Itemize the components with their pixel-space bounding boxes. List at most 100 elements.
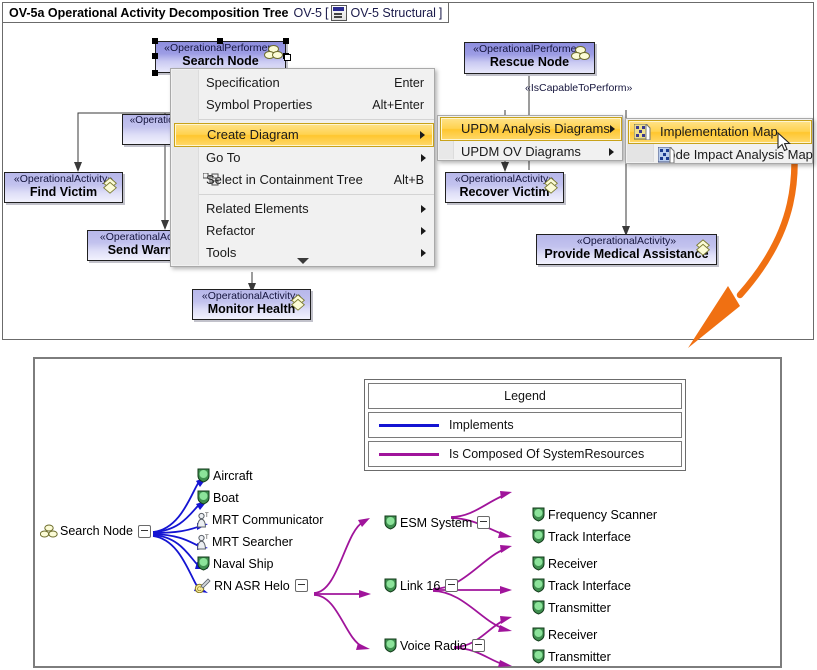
resource-icon (383, 578, 398, 593)
bracket-close: ] (439, 6, 442, 20)
menu-gutter (172, 70, 199, 265)
tree-node-rn-asr-helo[interactable]: C RN ASR Helo (194, 578, 308, 593)
tree-node-label: Naval Ship (213, 557, 273, 571)
tree-node-label: Frequency Scanner (548, 508, 657, 522)
containment-tree-icon (203, 173, 219, 187)
title-reference: OV-5 (293, 6, 322, 20)
chevron-right-icon (421, 242, 426, 264)
menu-item-create-diagram[interactable]: Create Diagram (174, 123, 434, 147)
menu-item-label: Symbol Properties (206, 94, 312, 116)
tree-node-label: Link 16 (400, 579, 440, 593)
svg-text:T: T (205, 535, 209, 541)
tree-node-label: ESM System (400, 516, 472, 530)
tree-node-receiver-voice-radio[interactable]: Receiver (531, 627, 597, 642)
tree-node-label: Transmitter (548, 650, 611, 664)
selection-handle[interactable] (283, 38, 289, 44)
collapse-toggle[interactable] (472, 639, 485, 652)
selection-handle[interactable] (152, 38, 158, 44)
tree-node-receiver-link16[interactable]: Receiver (531, 556, 597, 571)
collapse-toggle[interactable] (477, 516, 490, 529)
tree-node-search-node[interactable]: Search Node (40, 524, 151, 538)
tree-node-label: RN ASR Helo (214, 579, 290, 593)
chevron-right-icon (420, 125, 425, 145)
node-stereotype: «OperationalActivity» (539, 236, 714, 247)
legend-entry-label: Implements (449, 418, 514, 432)
legend: Legend Implements Is Composed Of SystemR… (364, 379, 686, 471)
submenu-create-diagram[interactable]: UPDM Analysis Diagrams UPDM OV Diagrams (437, 115, 623, 161)
tree-node-link-16[interactable]: Link 16 (383, 578, 458, 593)
resource-icon (196, 490, 211, 505)
node-recover-victim[interactable]: «OperationalActivity» Recover Victim (445, 172, 564, 203)
collapse-toggle[interactable] (295, 579, 308, 592)
tree-node-label: Track Interface (548, 530, 631, 544)
operational-performer-icon (40, 524, 58, 538)
context-menu[interactable]: Specification Enter Symbol Properties Al… (170, 68, 435, 267)
legend-entry-label: Is Composed Of SystemResources (449, 447, 644, 461)
tree-node-naval-ship[interactable]: Naval Ship (196, 556, 273, 571)
node-provide-medical-assistance[interactable]: «OperationalActivity» Provide Medical As… (536, 234, 717, 265)
menu-item-accelerator: Enter (394, 72, 426, 94)
menu-item-label: Refactor (206, 220, 255, 242)
tree-node-label: Aircraft (213, 469, 253, 483)
tree-node-track-interface-link16[interactable]: Track Interface (531, 578, 631, 593)
menu-item-accelerator: Alt+Enter (372, 94, 426, 116)
menu-item-updm-ov-diagrams[interactable]: UPDM OV Diagrams (453, 141, 622, 163)
operational-performer-icon (264, 45, 282, 58)
operational-activity-icon (100, 177, 120, 195)
menu-item-updm-analysis-diagrams[interactable]: UPDM Analysis Diagrams (440, 117, 622, 141)
selection-handle[interactable] (284, 54, 291, 61)
menu-item-label: Select in Containment Tree (206, 169, 363, 191)
collapse-toggle[interactable] (138, 525, 151, 538)
diagram-icon (331, 5, 347, 21)
resource-icon (531, 627, 546, 642)
legend-title-label: Legend (504, 389, 546, 403)
tree-node-transmitter-voice-radio[interactable]: Transmitter (531, 649, 611, 664)
node-monitor-health[interactable]: «OperationalActivity» Monitor Health (192, 289, 311, 320)
resource-icon (196, 468, 211, 483)
tree-node-mrt-searcher[interactable]: T MRT Searcher (196, 534, 293, 550)
menu-item-symbol-properties[interactable]: Symbol Properties Alt+Enter (198, 94, 434, 116)
tree-node-track-interface-esm[interactable]: Track Interface (531, 529, 631, 544)
selection-handle[interactable] (217, 38, 223, 44)
title-diagram-name: OV-5 Structural (350, 6, 435, 20)
tree-node-mrt-communicator[interactable]: T MRT Communicator (196, 512, 323, 528)
menu-item-go-to[interactable]: Go To (198, 147, 434, 169)
tree-node-label: Track Interface (548, 579, 631, 593)
svg-text:T: T (205, 513, 209, 519)
tree-node-frequency-scanner[interactable]: Frequency Scanner (531, 507, 657, 522)
tree-node-boat[interactable]: Boat (196, 490, 239, 505)
tree-node-esm-system[interactable]: ESM System (383, 515, 490, 530)
tree-node-label: Voice Radio (400, 639, 467, 653)
node-rescue-node[interactable]: «OperationalPerformer» Rescue Node (464, 42, 595, 74)
menu-item-refactor[interactable]: Refactor (198, 220, 434, 242)
menu-item-label: Tools (206, 242, 236, 264)
menu-item-select-in-containment-tree[interactable]: Select in Containment Tree Alt+B (198, 169, 434, 191)
diagram-title-tab[interactable]: OV-5a Operational Activity Decomposition… (2, 2, 449, 23)
menu-item-related-elements[interactable]: Related Elements (198, 198, 434, 220)
tree-node-voice-radio[interactable]: Voice Radio (383, 638, 485, 653)
legend-title: Legend (368, 383, 682, 409)
tree-node-label: Search Node (60, 524, 133, 538)
selection-handle[interactable] (152, 70, 158, 76)
selection-handle[interactable] (152, 53, 158, 59)
menu-item-label: Go To (206, 147, 240, 169)
mouse-cursor (777, 132, 793, 154)
tree-node-label: Receiver (548, 628, 597, 642)
menu-item-tools[interactable]: Tools (198, 242, 434, 264)
chevron-down-icon[interactable] (297, 258, 309, 264)
tree-node-transmitter-link16[interactable]: Transmitter (531, 600, 611, 615)
page-title: OV-5a Operational Activity Decomposition… (9, 6, 288, 20)
tree-node-label: Boat (213, 491, 239, 505)
resource-icon (383, 638, 398, 653)
collapse-toggle[interactable] (445, 579, 458, 592)
tree-node-aircraft[interactable]: Aircraft (196, 468, 253, 483)
legend-entry-implements: Implements (368, 412, 682, 438)
chevron-right-icon (421, 220, 426, 242)
chevron-right-icon (610, 118, 615, 140)
implementation-map-icon (634, 124, 651, 140)
svg-text:C: C (197, 586, 202, 593)
menu-item-specification[interactable]: Specification Enter (198, 72, 434, 94)
resource-icon (383, 515, 398, 530)
chevron-right-icon (421, 147, 426, 169)
node-find-victim[interactable]: «OperationalActivity» Find Victim (4, 172, 123, 203)
